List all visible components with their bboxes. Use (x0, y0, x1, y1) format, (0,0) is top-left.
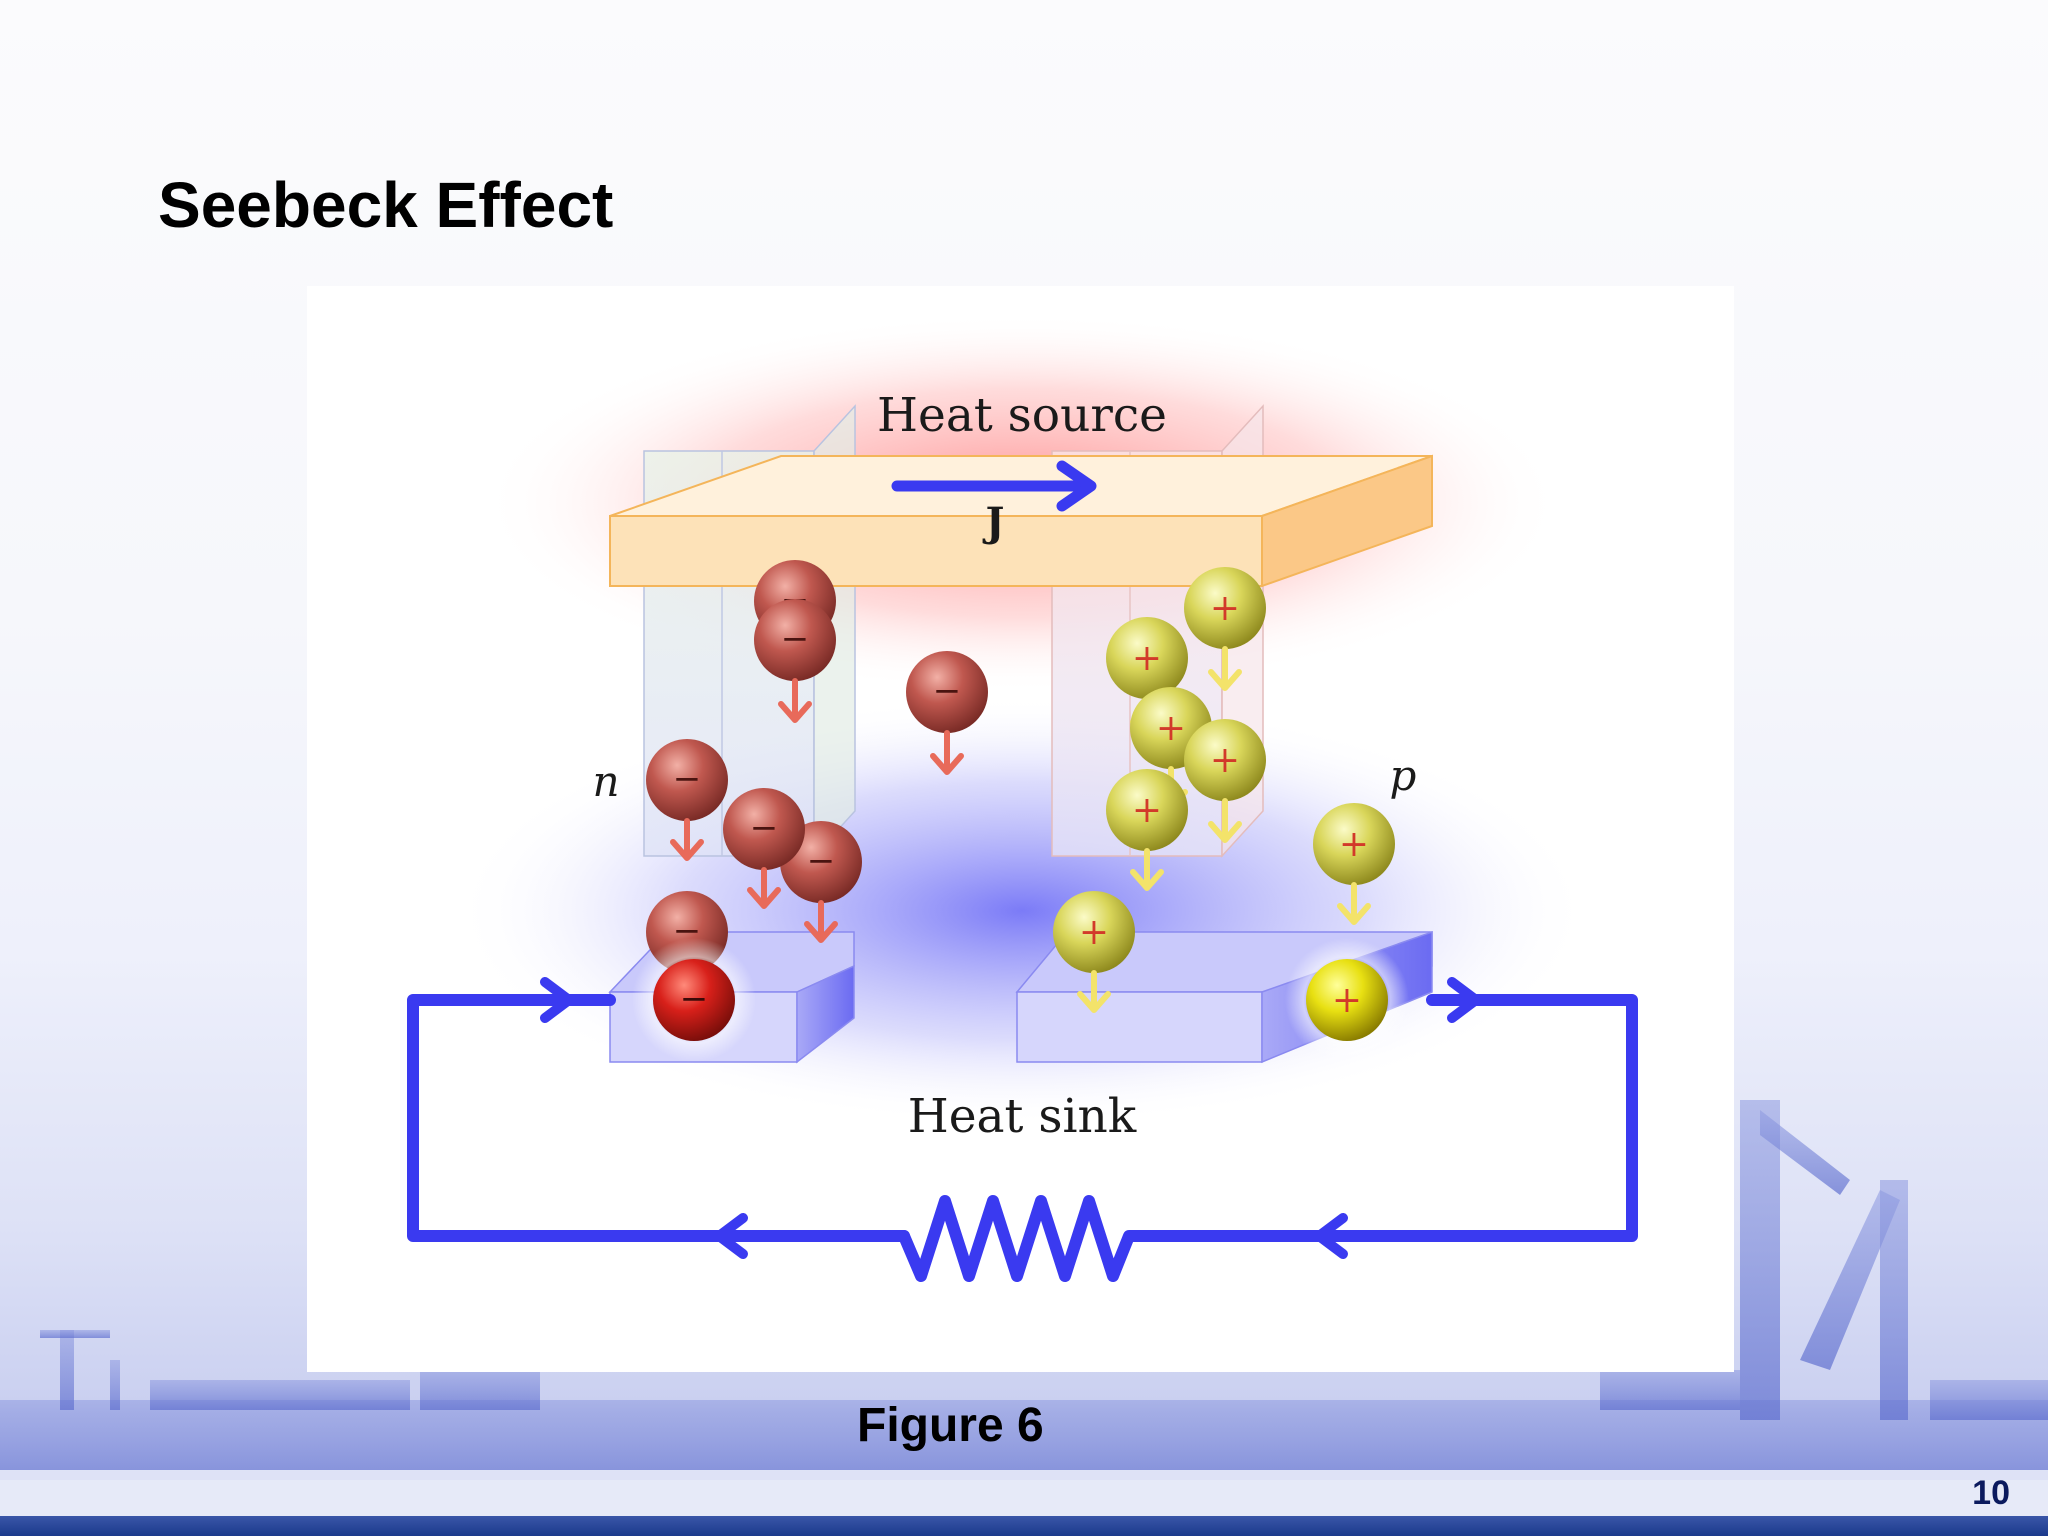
svg-text:+: + (1339, 824, 1369, 865)
svg-text:+: + (1210, 588, 1240, 629)
electron: − (906, 651, 988, 775)
electron: − (646, 739, 728, 861)
svg-text:+: + (1079, 912, 1109, 953)
heat-sink-label: Heat sink (908, 1089, 1137, 1144)
hole: + (1184, 567, 1266, 691)
hole: + (1053, 891, 1135, 1013)
page-number: 10 (1972, 1474, 2010, 1512)
electrons: − − − − − (632, 560, 988, 1062)
svg-text:+: + (1132, 638, 1162, 679)
slide-title: Seebeck Effect (158, 169, 614, 241)
svg-text:−: − (680, 979, 709, 1019)
hole: + (1313, 803, 1395, 925)
p-type-label: p (1390, 751, 1417, 800)
circuit-direction-arrows (540, 977, 1481, 1259)
seebeck-diagram: − − − − − (407, 313, 1638, 1282)
svg-text:+: + (1332, 980, 1362, 1021)
svg-text:+: + (1156, 708, 1186, 749)
holes: + + + + + (1053, 567, 1409, 1062)
svg-text:+: + (1132, 790, 1162, 831)
current-label: J (983, 499, 1005, 546)
hole: + (1184, 719, 1266, 843)
resistor-zigzag (898, 1195, 1150, 1282)
harbor-silhouette (0, 1100, 2048, 1480)
hole-highlighted: + (1285, 938, 1409, 1062)
svg-text:−: − (673, 759, 702, 799)
electron-highlighted: − (632, 938, 756, 1062)
svg-text:−: − (750, 808, 779, 848)
electron: − (723, 788, 805, 909)
current-arrow (891, 460, 1097, 512)
n-type-label: n (592, 757, 619, 806)
svg-text:+: + (1210, 740, 1240, 781)
svg-text:−: − (807, 841, 836, 881)
heat-source-label: Heat source (877, 388, 1167, 443)
electron: − (754, 599, 836, 723)
figure-caption: Figure 6 (857, 1399, 1044, 1452)
svg-text:−: − (781, 619, 810, 659)
heat-source-plate (609, 454, 1433, 588)
hole: + (1106, 769, 1188, 891)
bottom-bar (0, 1516, 2048, 1536)
hole: + (1106, 617, 1188, 741)
svg-text:−: − (933, 671, 962, 711)
external-circuit (407, 994, 1638, 1282)
seebeck-figure: − − − − − (307, 286, 1734, 1372)
